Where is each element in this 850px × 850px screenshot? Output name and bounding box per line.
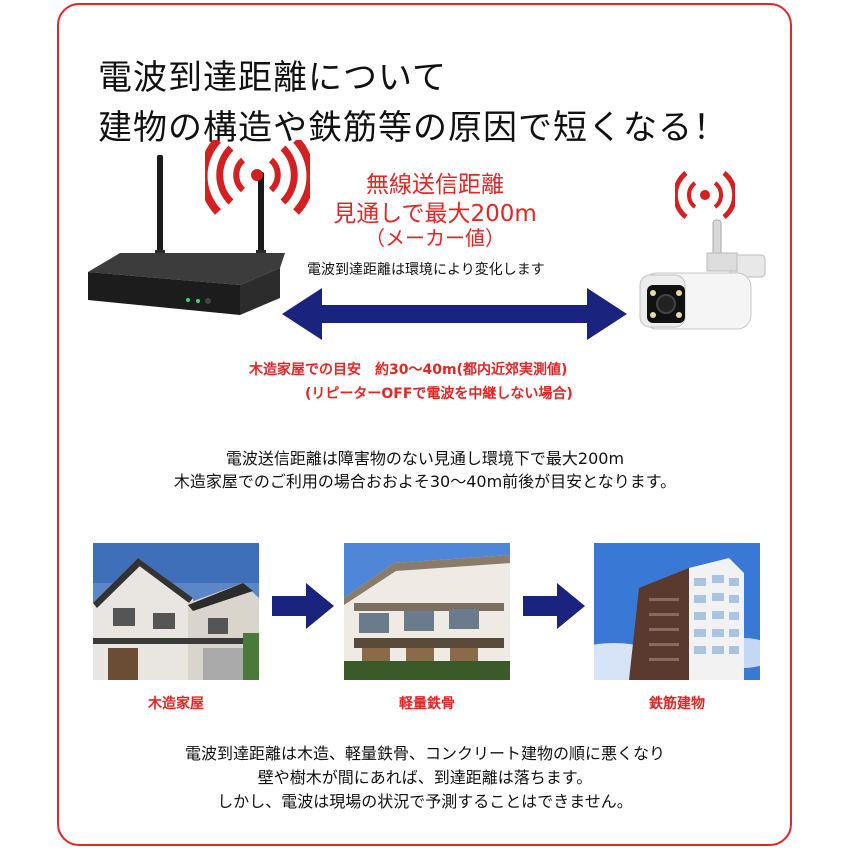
footer-line-2: 壁や樹木が間にあれば、到達距離は落ちます。 xyxy=(257,768,593,787)
explanation-line-2: 木造家屋でのご利用の場合おおよそ30～40m前後が目安となります。 xyxy=(173,472,677,491)
title-line-2: 建物の構造や鉄筋等の原因で短くなる！ xyxy=(98,108,728,148)
explanation-line-1: 電波送信距離は障害物のない見通し環境下で最大200m xyxy=(225,449,625,468)
range-label-line-1: 無線送信距離 xyxy=(366,172,504,198)
title-line-1: 電波到達距離について xyxy=(98,58,447,98)
range-label-line-3: （メーカー値） xyxy=(365,226,505,250)
wifi-signal-icon xyxy=(205,140,310,215)
footer-line-1: 電波到達距離は木造、軽量鉄骨、コンクリート建物の順に悪くなり xyxy=(184,744,665,763)
arrow-right-icon xyxy=(523,583,585,629)
wood-estimate-line-2: (リピーターOFFで電波を中継しない場合) xyxy=(305,386,573,402)
caption-wooden-house: 木造家屋 xyxy=(148,696,204,712)
range-label-line-2: 見通しで最大200m xyxy=(333,201,537,227)
double-arrow-icon xyxy=(282,288,627,340)
light-steel-building-photo xyxy=(344,543,510,680)
wooden-house-photo xyxy=(93,543,259,680)
reinforced-concrete-building-photo xyxy=(594,543,760,680)
footer-line-3: しかし、電波は現場の状況で予測することはできません。 xyxy=(217,792,633,811)
wood-estimate-line-1: 木造家屋での目安 約30～40m(都内近郊実測値) xyxy=(249,362,568,378)
content-frame xyxy=(57,3,792,846)
caption-light-steel: 軽量鉄骨 xyxy=(399,696,455,712)
environment-note: 電波到達距離は環境により変化します xyxy=(307,262,545,278)
caption-reinforced-concrete: 鉄筋建物 xyxy=(649,696,705,712)
wifi-signal-icon xyxy=(675,171,735,219)
arrow-right-icon xyxy=(272,583,334,629)
nvr-recorder-icon xyxy=(88,155,285,315)
security-camera-icon xyxy=(639,219,766,330)
